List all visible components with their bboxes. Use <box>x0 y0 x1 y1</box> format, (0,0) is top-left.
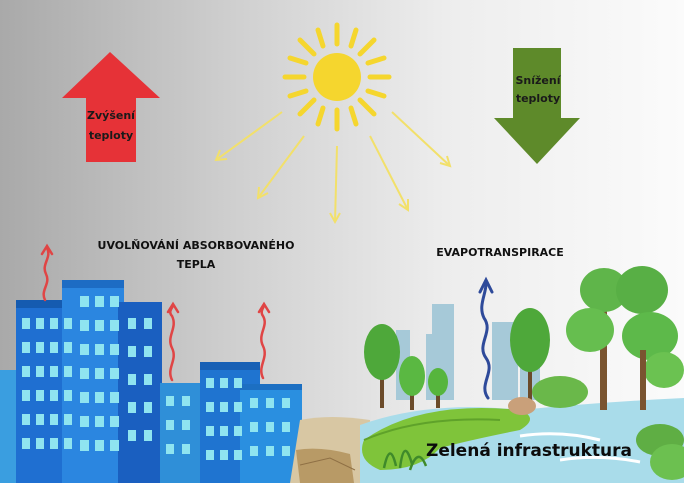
green-down-arrow-icon <box>494 48 580 164</box>
heat-wave-arrow-icon <box>40 243 271 382</box>
red-up-arrow-icon <box>62 52 160 162</box>
temperature-decrease-label: Snížení teploty <box>515 74 561 105</box>
building-windows <box>22 296 290 460</box>
heat-release-label: UVOLŇOVÁNÍ ABSORBOVANÉHO TEPLA <box>97 239 295 271</box>
trees <box>364 266 684 410</box>
grass-island <box>362 408 530 470</box>
evapotranspiration-label: EVAPOTRANSPIRACE <box>436 246 564 259</box>
bushes <box>382 376 684 480</box>
green-infrastructure-label: Zelená infrastruktura <box>426 441 633 461</box>
sun-ray-arrows <box>214 111 452 225</box>
temperature-increase-label: Zvýšení teploty <box>87 109 135 142</box>
vapor-wave-arrow-icon <box>478 276 494 400</box>
sun-icon <box>282 22 392 132</box>
dry-ground <box>290 417 372 483</box>
